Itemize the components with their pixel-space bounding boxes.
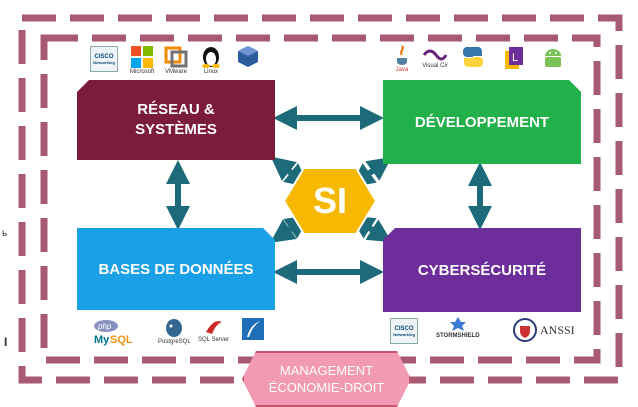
sql-server-icon: SQL Server [198,318,229,343]
box-reseau-systemes: RÉSEAU & SYSTÈMES [77,80,275,160]
python-icon [462,46,484,68]
stray-mark-mid: ь [2,228,8,239]
management-line1: MANAGEMENT [279,363,374,378]
arrow-si-cyber [349,215,393,243]
box-developpement: DÉVELOPPEMENT [383,80,581,164]
management-line2: ÉCONOMIE-DROIT [268,380,385,395]
svg-text:L: L [512,52,518,64]
box-dev-label: DÉVELOPPEMENT [414,113,550,131]
postgresql-caption: PostgreSQL [158,339,191,345]
android-icon [542,46,564,70]
box-cyber-label: CYBERSÉCURITÉ [417,261,547,279]
arrow-si-dev [350,156,392,188]
stormshield-icon: STORMSHIELD [436,316,480,339]
sql-server-caption: SQL Server [198,337,230,343]
linux-tux-icon: Linux [200,44,222,75]
box-cybersecurite: CYBERSÉCURITÉ [383,228,581,312]
java-caption: Java [395,67,409,73]
arrow-si-bdd [270,215,310,243]
vmware-caption: VMware [164,69,187,75]
vmware-icon: VMware [164,46,188,75]
postgresql-icon: PostgreSQL [158,318,191,345]
svg-text:My: My [94,334,110,346]
box-reseau-line1: RÉSEAU & [137,101,215,118]
box-bases-de-donnees: BASES DE DONNÉES [77,228,275,310]
cisco-logo-text: CISCO [94,53,114,60]
si-label: SI [312,180,347,221]
anssi-icon: ANSSI [513,318,575,342]
si-hexagon [282,167,378,235]
cisco-logo-text-2: CISCO [394,325,414,332]
svg-text:php: php [97,322,112,331]
linux-caption: Linux [203,69,219,75]
visual-csharp-icon: Visual C# [422,48,448,69]
stray-mark-bottom: I [4,335,8,349]
svg-text:SQL: SQL [110,334,132,346]
arrow-si-reseau [270,156,310,188]
box-reseau-line2: SYSTÈMES [135,121,217,138]
microsoft-icon: Microsoft [130,46,154,75]
management-box: MANAGEMENT ÉCONOMIE-DROIT [242,351,411,407]
anssi-caption: ANSSI [540,322,575,337]
box-bdd-label: BASES DE DONNÉES [98,260,254,278]
quill-icon [240,316,266,342]
visual-csharp-caption: Visual C# [422,63,448,69]
microsoft-caption: Microsoft [130,69,155,75]
symfony-icon: L [503,45,525,71]
virtualbox-icon [236,44,260,68]
java-icon: Java [393,44,411,73]
stormshield-caption: STORMSHIELD [436,333,480,339]
